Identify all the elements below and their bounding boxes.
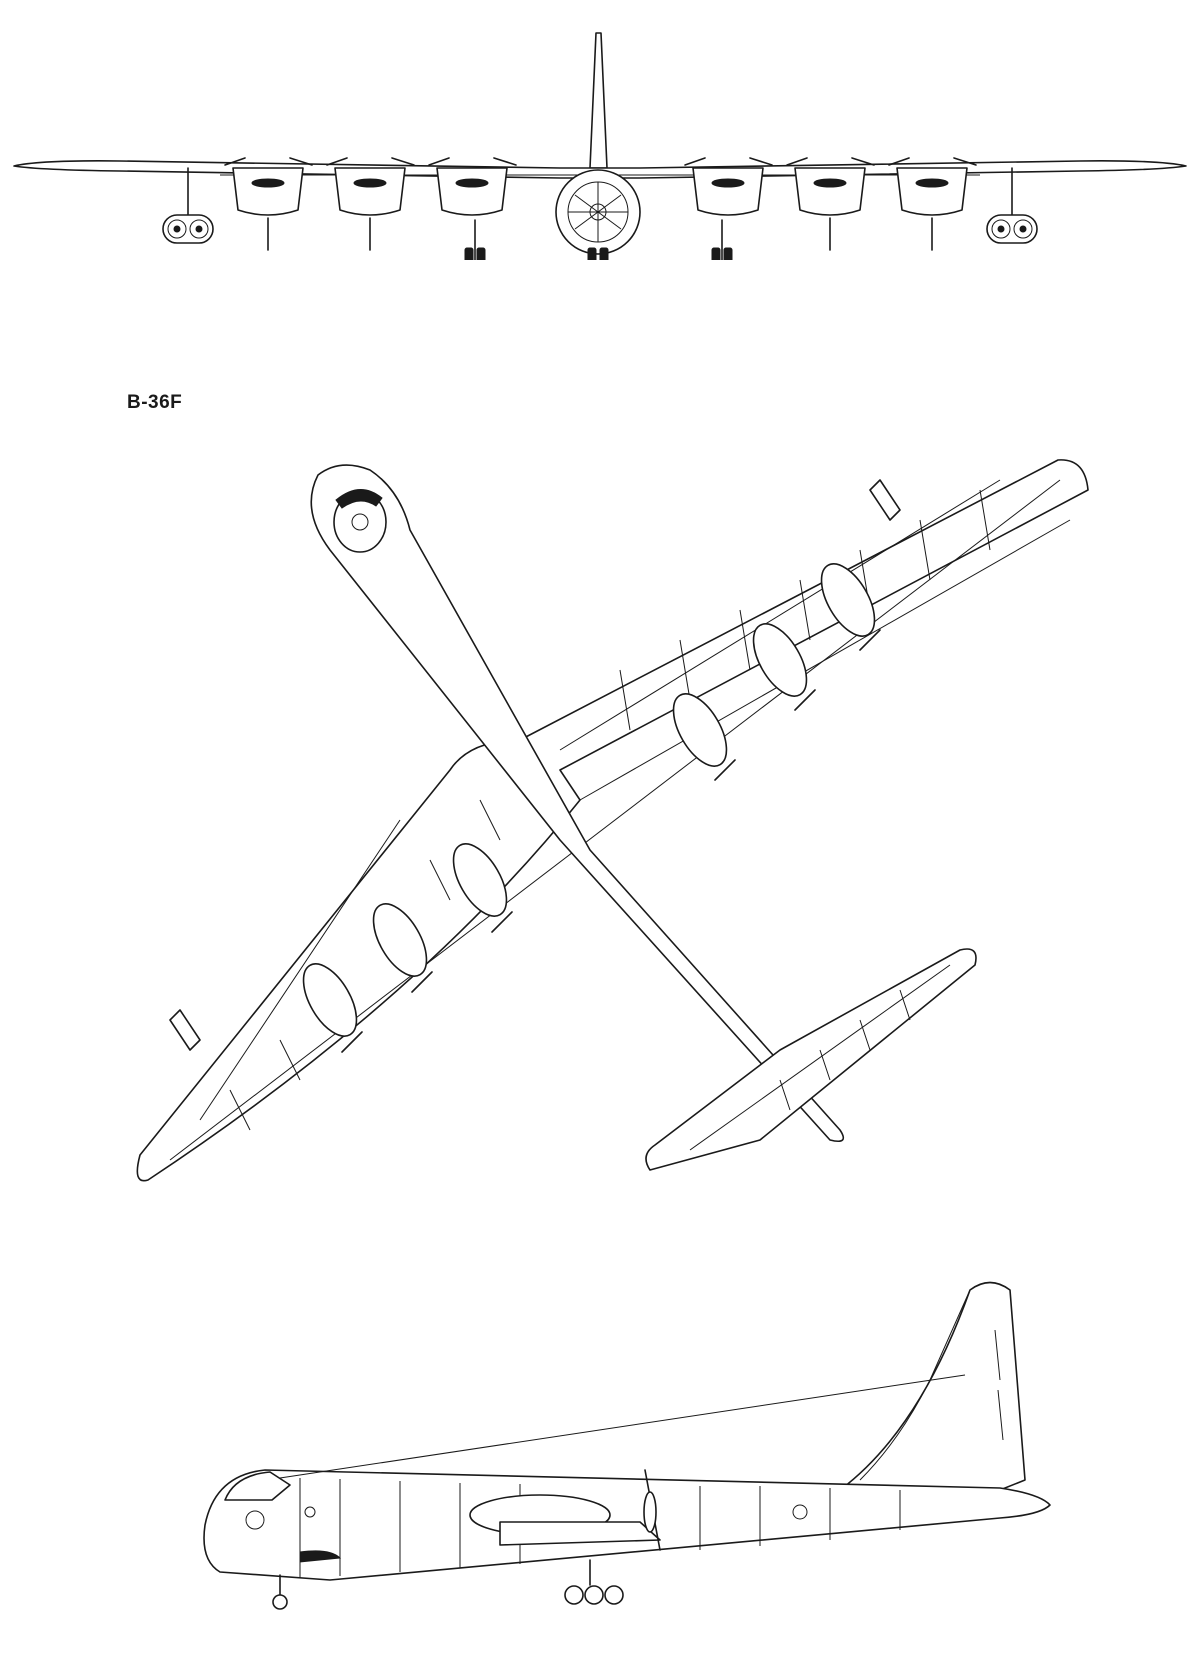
plan-propellers	[341, 629, 881, 1053]
plan-main-wing	[136, 459, 1089, 1182]
plan-wingtip-pods	[169, 479, 901, 1051]
plan-nose-glazing	[333, 489, 387, 553]
plan-engines-left	[302, 843, 508, 1037]
front-engines-left	[224, 157, 517, 251]
aircraft-designation-label: B-36F	[127, 392, 183, 413]
front-engines-right	[684, 157, 977, 251]
side-cockpit	[224, 1471, 342, 1563]
front-vertical-tail	[589, 32, 608, 169]
side-view-drawing	[0, 1250, 1200, 1654]
side-antenna-wire	[279, 1374, 966, 1479]
plan-horizontal-tail	[645, 948, 977, 1171]
plan-view-drawing	[0, 440, 1200, 1200]
plan-tail-panels	[689, 964, 951, 1151]
front-view-drawing	[0, 20, 1200, 260]
side-vertical-tail	[839, 1281, 1026, 1491]
front-fuselage	[555, 169, 641, 255]
plan-engines-right	[672, 563, 876, 767]
front-landing-gear	[464, 219, 733, 260]
plan-view-svg	[136, 459, 1089, 1182]
side-landing-gear	[272, 1559, 624, 1610]
side-view-svg	[203, 1281, 1051, 1610]
front-view-svg	[13, 32, 1187, 260]
side-wing-engine	[469, 1469, 661, 1551]
front-wingtip-pods	[162, 167, 1038, 244]
plan-fuselage	[310, 464, 845, 1143]
